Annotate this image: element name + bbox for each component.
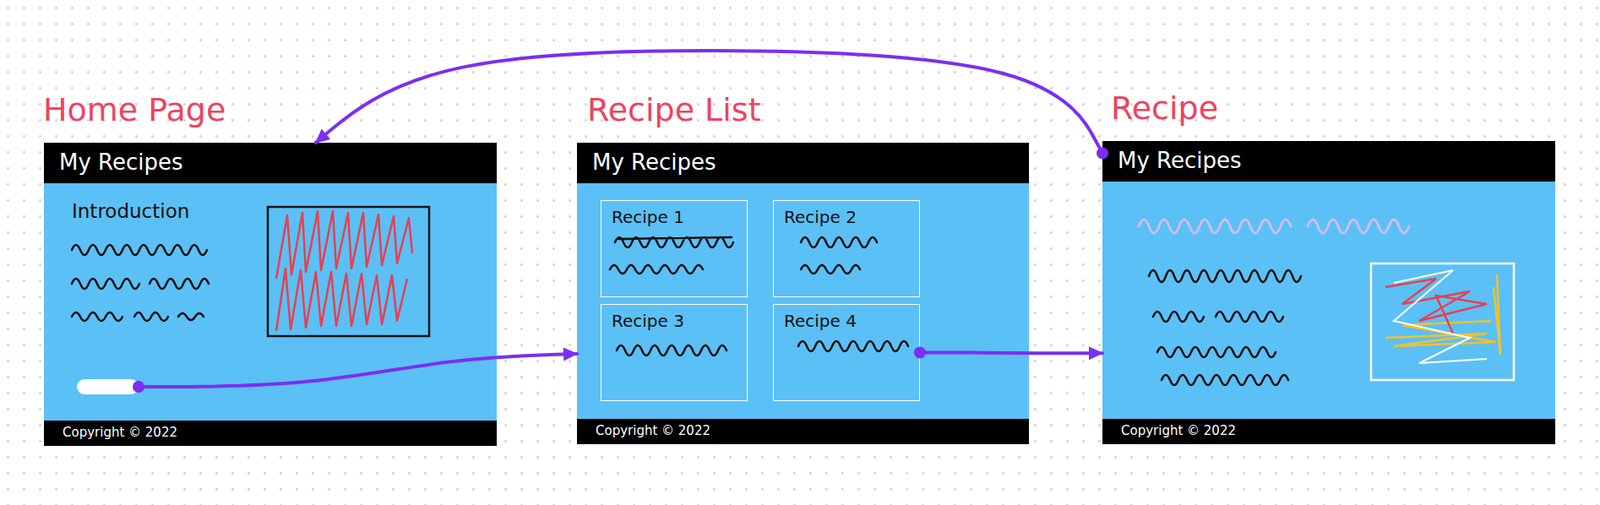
scribble — [1138, 219, 1410, 234]
scribble — [1148, 270, 1301, 283]
flow-arrow — [315, 50, 1103, 153]
text-slot: Recipe 4 — [783, 311, 857, 332]
text-slot: Copyright © 2022 — [1121, 419, 1236, 445]
scribble — [614, 237, 734, 248]
recipe-card: Recipe 4 — [772, 304, 920, 402]
page-title: Recipe — [1110, 90, 1219, 128]
header-bar: My Recipes — [576, 142, 1029, 184]
flow-arrow — [138, 353, 577, 387]
recipe-image-placeholder — [1371, 263, 1514, 381]
page-title: Recipe List — [587, 92, 762, 130]
scribble — [1161, 375, 1289, 386]
text-slot: Recipe 3 — [611, 311, 685, 332]
text-slot: Home Page — [43, 92, 226, 130]
text-slot: Recipe — [1110, 90, 1219, 128]
footer-bar: Copyright © 2022 — [1102, 419, 1556, 445]
connectors — [138, 50, 1103, 387]
image-scribble — [1493, 274, 1501, 355]
card-title: Recipe 2 — [783, 207, 857, 228]
card-title: Recipe 4 — [783, 311, 857, 332]
scribble — [71, 244, 207, 256]
text-slot: Recipe 1 — [611, 207, 685, 228]
text-slot: Copyright © 2022 — [62, 420, 178, 447]
footer-bar: Copyright © 2022 — [43, 420, 497, 447]
copyright-text: Copyright © 2022 — [1121, 424, 1236, 439]
site-title: My Recipes — [592, 150, 717, 176]
image-hatching — [276, 211, 413, 279]
text-slot: Recipe 2 — [783, 207, 857, 228]
text-slot: Recipe List — [587, 92, 762, 130]
text-slot: Introduction — [71, 200, 190, 223]
text-slot: My Recipes — [592, 142, 717, 184]
scribble — [1153, 311, 1284, 322]
page-frame: RecipeMy RecipesCopyright © 2022 — [1102, 141, 1556, 445]
recipe-card: Recipe 1 — [600, 200, 748, 298]
page-title: Home Page — [43, 92, 226, 130]
intro-heading: Introduction — [71, 200, 190, 223]
image-hatching — [276, 268, 408, 332]
scribble — [71, 312, 204, 322]
text-scribbles — [71, 237, 1301, 386]
text-slot: My Recipes — [59, 142, 184, 184]
flow-arrow — [919, 351, 1103, 356]
image-scribble — [1385, 321, 1496, 347]
scribble — [800, 265, 860, 274]
image-scribble — [1393, 270, 1487, 364]
card-title: Recipe 1 — [611, 207, 685, 228]
scribble — [616, 345, 727, 356]
copyright-text: Copyright © 2022 — [595, 424, 711, 439]
scribble — [798, 341, 909, 352]
site-title: My Recipes — [59, 150, 184, 176]
hero-image-placeholder — [267, 206, 430, 337]
site-title: My Recipes — [1117, 148, 1242, 175]
page-frame: Home PageIntroductionMy RecipesCopyright… — [43, 142, 497, 447]
copyright-text: Copyright © 2022 — [62, 425, 178, 441]
recipe-card: Recipe 2 — [772, 200, 920, 298]
button — [76, 379, 139, 395]
image-frame — [267, 206, 430, 337]
scribble — [800, 237, 877, 248]
page-frame: Recipe ListMy RecipesRecipe 1Recipe 2Rec… — [576, 142, 1029, 445]
footer-bar: Copyright © 2022 — [576, 419, 1029, 445]
card-title: Recipe 3 — [611, 311, 685, 332]
recipe-card: Recipe 3 — [600, 304, 748, 402]
scribble — [71, 278, 209, 289]
text-slot: My Recipes — [1117, 141, 1242, 182]
recipe-title-scribble — [1138, 219, 1410, 234]
header-bar: My Recipes — [1102, 141, 1556, 182]
scribble — [609, 265, 703, 274]
image-scribble — [1385, 278, 1487, 334]
scribble — [1157, 347, 1276, 358]
header-bar: My Recipes — [43, 142, 497, 184]
image-frame — [1371, 263, 1514, 381]
text-slot: Copyright © 2022 — [595, 419, 711, 445]
